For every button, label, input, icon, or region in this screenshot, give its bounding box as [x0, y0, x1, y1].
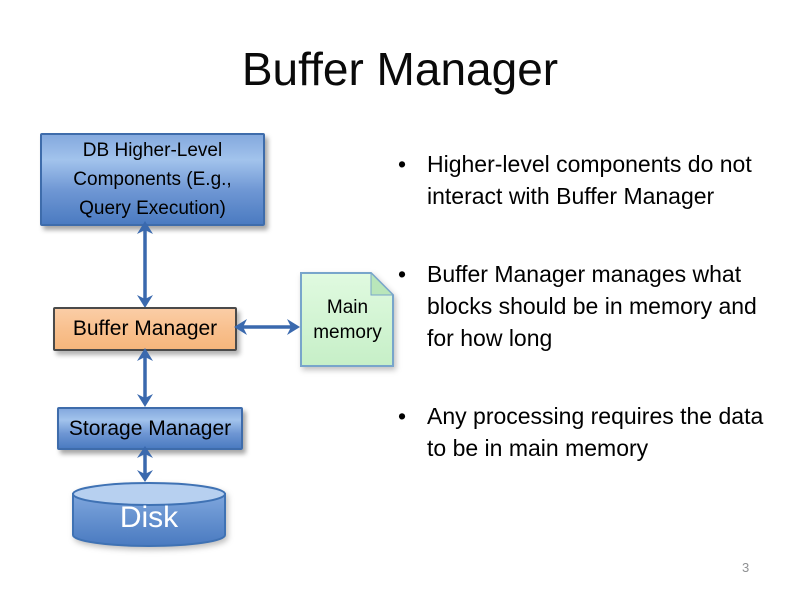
double-arrow-buffer-memory-icon — [234, 319, 300, 335]
bullet-text: Any processing requires the data to be i… — [427, 400, 763, 464]
main-memory-shape: Main memory — [300, 272, 395, 368]
bullet-text-line: to be in main memory — [427, 435, 649, 461]
main-memory-label: Main memory — [300, 272, 395, 368]
bullet-list: • Higher-level components do not interac… — [398, 148, 800, 510]
bullet-text: Higher-level components do not interact … — [427, 148, 752, 212]
slide-title: Buffer Manager — [241, 43, 559, 95]
buffer-manager-label: Buffer Manager — [72, 317, 218, 340]
main-memory-label-line: Main — [326, 297, 369, 318]
db-box-label-line: DB Higher-Level — [82, 140, 223, 161]
bullet-text-line: blocks should be in memory and — [427, 293, 757, 319]
db-box-label-line: Query Execution) — [79, 198, 226, 219]
bullet-item: • Higher-level components do not interac… — [398, 148, 800, 212]
bullet-text: Buffer Manager manages what blocks shoul… — [427, 258, 757, 354]
bullet-text-line: Higher-level components do not — [427, 151, 752, 177]
double-arrow-buffer-storage-icon — [137, 348, 153, 407]
db-components-box: DB Higher-Level Components (E.g., Query … — [40, 133, 265, 226]
bullet-text-line: interact with Buffer Manager — [427, 183, 715, 209]
bullet-dot: • — [398, 403, 407, 429]
bullet-text-line: Any processing requires the data — [427, 403, 764, 429]
folded-corner-shape — [300, 272, 395, 367]
disk-cylinder: Disk — [71, 481, 227, 549]
bullet-text-line: for how long — [427, 325, 553, 351]
storage-manager-box: Storage Manager — [57, 407, 243, 450]
bullet-dot: • — [398, 151, 407, 177]
bullet-text-line: Buffer Manager manages what — [427, 261, 742, 287]
bullet-dot: • — [398, 261, 407, 287]
disk-label: Disk — [120, 501, 179, 534]
buffer-manager-box: Buffer Manager — [53, 307, 237, 351]
double-arrow-db-buffer-icon — [137, 221, 153, 308]
main-memory-label-line: memory — [313, 322, 382, 343]
double-arrow-storage-disk-icon — [137, 446, 153, 482]
storage-manager-label: Storage Manager — [68, 416, 232, 440]
page-number: 3 — [742, 560, 750, 575]
bullet-item: • Buffer Manager manages what blocks sho… — [398, 258, 800, 354]
db-box-label-line: Components (E.g., — [73, 169, 232, 190]
bullet-item: • Any processing requires the data to be… — [398, 400, 800, 464]
